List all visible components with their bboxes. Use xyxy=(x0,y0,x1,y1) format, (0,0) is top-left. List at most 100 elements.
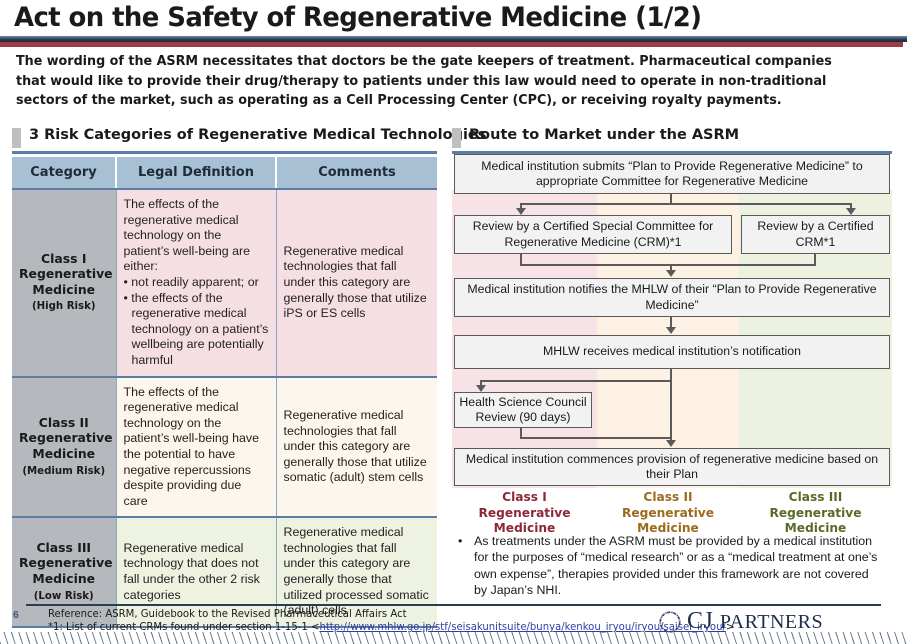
flow-class-2-line3: Medicine xyxy=(637,521,699,536)
flow-node-review-certified-crm: Review by a Certified CRM*1 xyxy=(741,215,890,254)
slide-title-band: Act on the Safety of Regenerative Medici… xyxy=(0,0,907,48)
cell-definition-class-1: The effects of the regenerative medical … xyxy=(116,189,277,378)
flow-node-health-science-council: Health Science Council Review (90 days) xyxy=(454,392,592,428)
flow-connector xyxy=(670,369,672,445)
cell-definition-class-2: The effects of the regenerative medical … xyxy=(116,376,277,519)
flow-node-mhlw-receives: MHLW receives medical institution’s noti… xyxy=(454,335,890,369)
footer-rule xyxy=(26,604,881,606)
class-2-risk-level: (Medium Risk) xyxy=(22,465,106,477)
flow-node-commences-provision: Medical institution commences provision … xyxy=(454,448,890,486)
logo-letter-c: C xyxy=(687,608,704,634)
left-section-heading: 3 Risk Categories of Regenerative Medica… xyxy=(12,127,486,154)
title-divider-navy xyxy=(0,36,907,42)
column-header-definition: Legal Definition xyxy=(116,157,277,190)
cell-comments-class-2: Regenerative medical technologies that f… xyxy=(276,376,437,519)
class-3-risk-level: (Low Risk) xyxy=(33,590,94,602)
cell-category-class-2: Class II Regenerative Medicine (Medium R… xyxy=(12,376,117,519)
class-2-line3: Medicine xyxy=(32,445,96,461)
flow-class-1-line3: Medicine xyxy=(493,521,556,536)
page-number: 6 xyxy=(13,609,19,621)
flow-connector xyxy=(480,380,482,387)
flow-connector xyxy=(520,428,522,439)
table-header-row: Category Legal Definition Comments xyxy=(12,157,437,190)
reference-line-2: *1: List of current CRMs found under sec… xyxy=(48,621,734,634)
company-logo: CJ PARTNERS xyxy=(657,607,897,637)
definition-bullet: • the effects of the regenerative medica… xyxy=(123,290,269,367)
page-title: Act on the Safety of Regenerative Medici… xyxy=(14,2,702,33)
right-section-rule xyxy=(452,151,892,154)
reference-suffix: > xyxy=(725,621,735,634)
class-2-line2: Regenerative xyxy=(19,430,113,446)
flow-class-2-line1: Class II xyxy=(643,490,693,504)
flow-arrow-icon xyxy=(666,327,676,334)
flow-class-label-1: Class I Regenerative Medicine xyxy=(452,490,597,537)
class-1-line2: Regenerative xyxy=(19,266,113,282)
class-1-line3: Medicine xyxy=(32,281,96,297)
asrm-note: • As treatments under the ASRM must be p… xyxy=(458,533,878,599)
flow-class-label-2: Class II Regenerative Medicine xyxy=(597,490,739,537)
table-row: Class II Regenerative Medicine (Medium R… xyxy=(12,376,437,519)
right-section-heading-label: Route to Market under the ASRM xyxy=(469,127,740,143)
flow-connector xyxy=(520,203,522,210)
section-marker-icon xyxy=(12,128,21,148)
cell-category-class-3: Class III Regenerative Medicine (Low Ris… xyxy=(12,517,117,628)
flow-connector xyxy=(814,254,816,266)
section-marker-icon xyxy=(452,128,461,148)
flow-node-submit: Medical institution submits “Plan to Pro… xyxy=(454,154,890,194)
flow-arrow-icon xyxy=(476,385,486,392)
left-section-rule xyxy=(12,151,437,154)
flow-connector xyxy=(670,194,672,205)
intro-paragraph: The wording of the ASRM necessitates tha… xyxy=(16,54,832,108)
class-1-line1: Class I xyxy=(41,250,87,266)
footer-reference: Reference: ASRM, Guidebook to the Revise… xyxy=(48,608,734,635)
flow-connector xyxy=(850,203,852,210)
class-3-line3: Medicine xyxy=(32,571,96,587)
logo-word-partners: PARTNERS xyxy=(719,611,824,633)
cell-comments-class-1: Regenerative medical technologies that f… xyxy=(276,189,437,378)
logo-wordmark: CJ PARTNERS xyxy=(687,608,823,635)
class-1-risk-level: (High Risk) xyxy=(31,301,96,313)
left-section-heading-label: 3 Risk Categories of Regenerative Medica… xyxy=(29,127,487,143)
right-section-heading: Route to Market under the ASRM xyxy=(452,127,892,154)
flow-class-label-3: Class III Regenerative Medicine xyxy=(739,490,892,537)
note-bullet-icon: • xyxy=(458,534,463,548)
column-header-comments: Comments xyxy=(276,157,437,190)
flow-class-3-line1: Class III xyxy=(788,490,843,504)
definition-intro-1: The effects of the regenerative medical … xyxy=(123,197,251,274)
column-header-category: Category xyxy=(12,157,117,190)
flow-node-notify-mhlw: Medical institution notifies the MHLW of… xyxy=(454,278,890,317)
flow-class-1-line2: Regenerative xyxy=(478,505,571,520)
flow-class-2-line2: Regenerative xyxy=(621,505,715,520)
class-2-line1: Class II xyxy=(38,414,89,430)
cell-comments-class-3: Regenerative medical technologies that f… xyxy=(276,517,437,628)
flow-connector xyxy=(520,203,852,205)
risk-categories-table: Category Legal Definition Comments Class… xyxy=(12,157,437,628)
flow-arrow-icon xyxy=(666,270,676,277)
cell-category-class-1: Class I Regenerative Medicine (High Risk… xyxy=(12,189,117,378)
flow-arrow-icon xyxy=(516,208,526,215)
route-to-market-flowchart: Medical institution submits “Plan to Pro… xyxy=(452,152,892,535)
reference-link[interactable]: http://www.mhlw.go.jp/stf/seisakunitsuit… xyxy=(319,621,726,634)
class-3-line2: Regenerative xyxy=(19,555,113,571)
cj-partners-ring-icon xyxy=(659,611,681,633)
flow-node-review-special-committee: Review by a Certified Special Committee … xyxy=(454,215,732,254)
cell-definition-class-3: Regenerative medical technology that doe… xyxy=(116,517,277,628)
reference-prefix: *1: List of current CRMs found under sec… xyxy=(48,621,320,634)
flow-class-3-line2: Regenerative xyxy=(769,505,862,520)
flow-arrow-icon xyxy=(846,208,856,215)
flow-connector xyxy=(520,264,816,266)
table-row: Class III Regenerative Medicine (Low Ris… xyxy=(12,517,437,628)
flow-connector xyxy=(670,264,672,272)
note-text: As treatments under the ASRM must be pro… xyxy=(474,534,878,598)
class-3-line1: Class III xyxy=(36,539,92,555)
flow-arrow-icon xyxy=(666,440,676,447)
logo-letter-j: J xyxy=(703,608,714,634)
flow-connector xyxy=(520,254,522,266)
flow-class-1-line1: Class I xyxy=(502,490,547,504)
title-divider-maroon xyxy=(0,42,903,47)
flow-class-3-line3: Medicine xyxy=(784,521,847,536)
flow-connector xyxy=(520,437,672,439)
table-row: Class I Regenerative Medicine (High Risk… xyxy=(12,189,437,378)
flow-connector xyxy=(670,317,672,329)
reference-line-1: Reference: ASRM, Guidebook to the Revise… xyxy=(48,608,407,620)
